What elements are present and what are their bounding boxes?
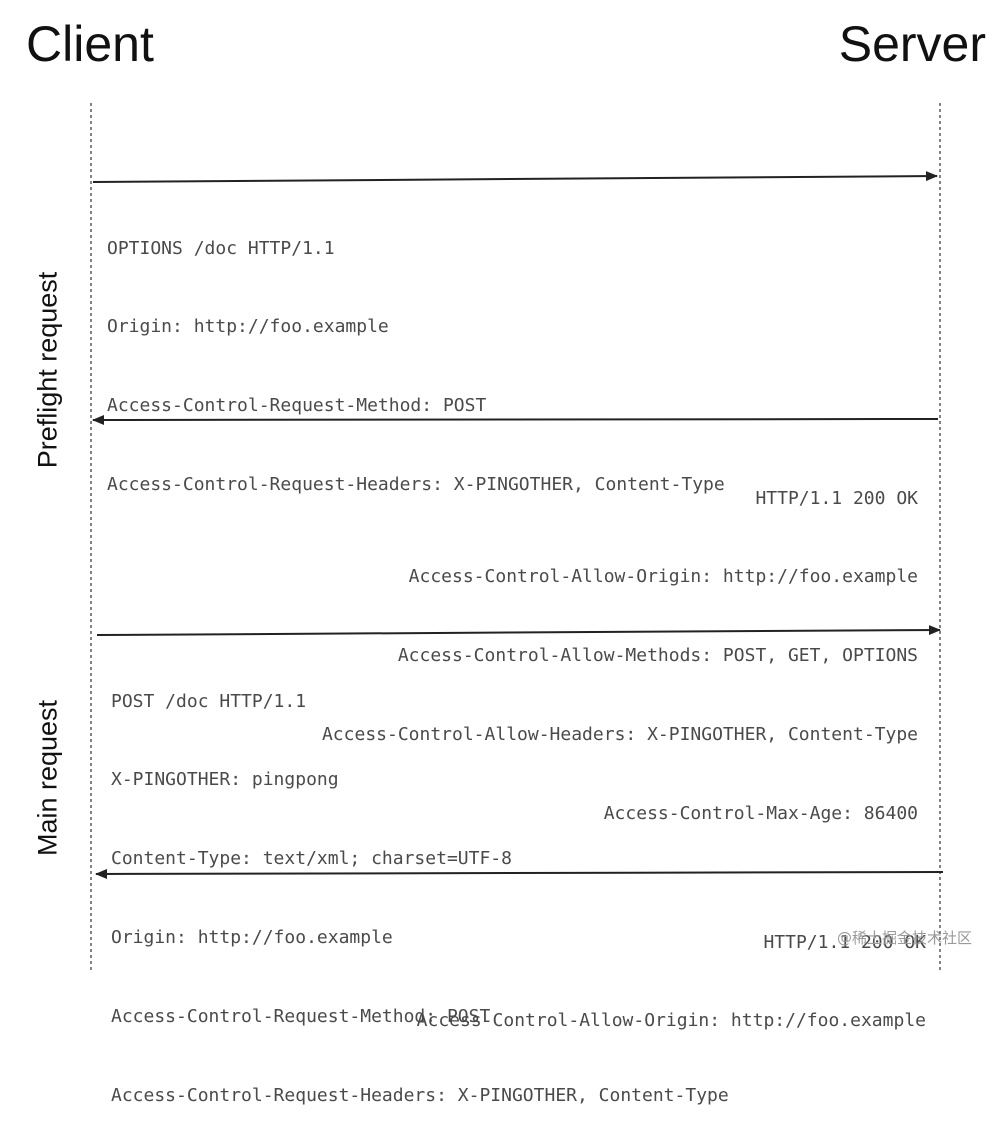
message-line: Access-Control-Request-Headers: X-PINGOT… <box>107 474 725 496</box>
preflight-request-label: Preflight request <box>32 271 63 469</box>
preflight-response-message: HTTP/1.1 200 OK Access-Control-Allow-Ori… <box>322 433 918 854</box>
message-line: X-PINGOTHER: pingpong <box>111 769 339 791</box>
client-title: Client <box>26 16 154 72</box>
message-line: Origin: http://foo.example <box>107 316 389 338</box>
main-request-arrow <box>96 625 941 636</box>
preflight-response-arrow <box>92 414 939 425</box>
message-line: Access-Control-Request-Method: POST <box>107 395 487 417</box>
message-line: Access-Control-Max-Age: 86400 <box>603 803 918 825</box>
message-line: HTTP/1.1 200 OK <box>763 931 926 953</box>
message-line: Access-Control-Allow-Origin: http://foo.… <box>408 566 918 588</box>
message-line: Access-Control-Request-Headers: X-PINGOT… <box>111 1085 729 1107</box>
message-line: Access-Control-Allow-Headers: X-PINGOTHE… <box>321 724 918 746</box>
message-line: Content-Type: text/xml; charset=UTF-8 <box>111 848 512 870</box>
preflight-request-arrow <box>92 171 938 183</box>
message-line: OPTIONS /doc HTTP/1.1 <box>107 237 335 259</box>
main-request-label: Main request <box>32 699 63 857</box>
message-line: HTTP/1.1 200 OK <box>755 487 918 509</box>
main-response-arrow <box>95 868 944 879</box>
server-title: Server <box>838 16 986 72</box>
preflight-request-message: OPTIONS /doc HTTP/1.1 Origin: http://foo… <box>107 183 725 525</box>
sequence-diagram-lines <box>90 103 944 972</box>
message-line: Access-Control-Allow-Methods: POST, GET,… <box>397 645 918 667</box>
watermark: @稀土掘金技术社区 <box>836 929 972 947</box>
message-line: POST /doc HTTP/1.1 <box>111 690 307 712</box>
main-response-message: HTTP/1.1 200 OK Access-Control-Allow-Ori… <box>417 877 926 1061</box>
message-line: Access-Control-Allow-Origin: http://foo.… <box>416 1010 926 1032</box>
message-line: Origin: http://foo.example <box>111 927 393 949</box>
